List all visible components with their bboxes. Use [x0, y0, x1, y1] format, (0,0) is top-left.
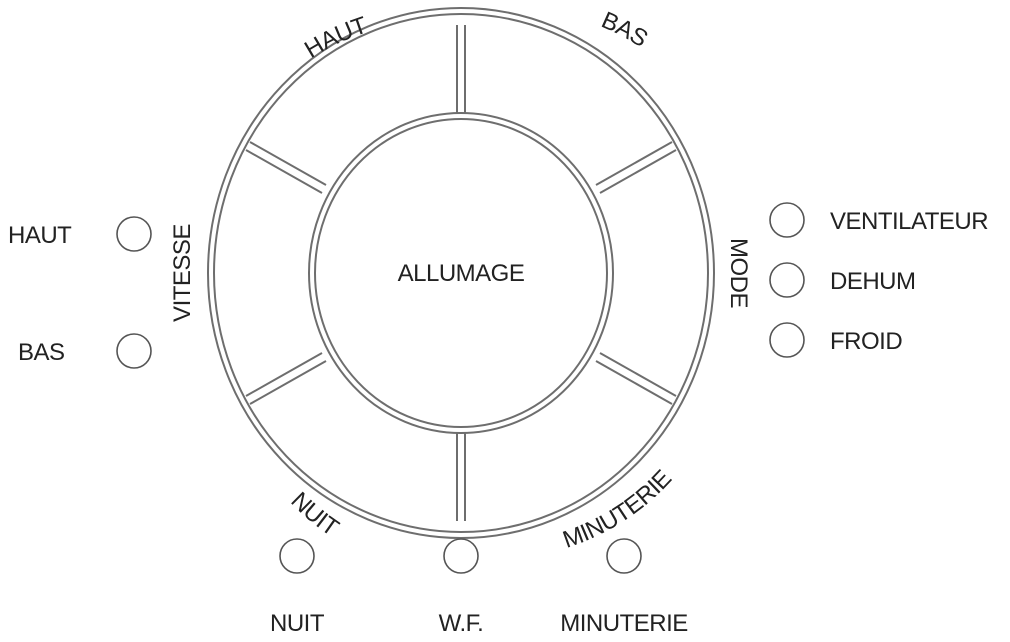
night-indicator-label: NUIT	[270, 610, 325, 637]
segment-label-speed: VITESSE	[169, 224, 196, 322]
mode-fan-indicator	[769, 202, 805, 238]
speed-low-indicator	[116, 333, 152, 369]
timer-indicator	[606, 538, 642, 574]
control-dial: ALLUMAGE HAUT BAS NUIT MINUTERIE VITESSE…	[169, 7, 752, 554]
bottom-indicator-group: NUIT W.F. MINUTERIE	[270, 538, 688, 637]
outer-ring-inside	[213, 13, 709, 533]
speed-high-indicator	[116, 216, 152, 252]
mode-indicator-group: VENTILATEUR DEHUM FROID	[769, 202, 989, 358]
night-indicator	[279, 538, 315, 574]
mode-dehum-indicator	[769, 262, 805, 298]
timer-indicator-label: MINUTERIE	[560, 610, 688, 637]
speed-low-label: BAS	[18, 339, 65, 366]
segment-dividers	[245, 25, 677, 521]
inner-ring-inside	[314, 118, 608, 428]
outer-ring-outside	[207, 7, 715, 539]
segment-label-mode: MODE	[725, 238, 752, 308]
power-button-label: ALLUMAGE	[398, 260, 525, 287]
segment-label-speed-low: BAS	[598, 7, 653, 53]
mode-dehum-label: DEHUM	[830, 268, 916, 295]
mode-cool-indicator	[769, 322, 805, 358]
wf-indicator	[443, 538, 479, 574]
mode-fan-label: VENTILATEUR	[830, 208, 988, 235]
inner-ring-outside	[308, 112, 614, 434]
speed-high-label: HAUT	[8, 222, 72, 249]
speed-indicator-group: HAUT BAS	[8, 216, 152, 369]
mode-cool-label: FROID	[830, 328, 902, 355]
wf-indicator-label: W.F.	[439, 610, 484, 637]
